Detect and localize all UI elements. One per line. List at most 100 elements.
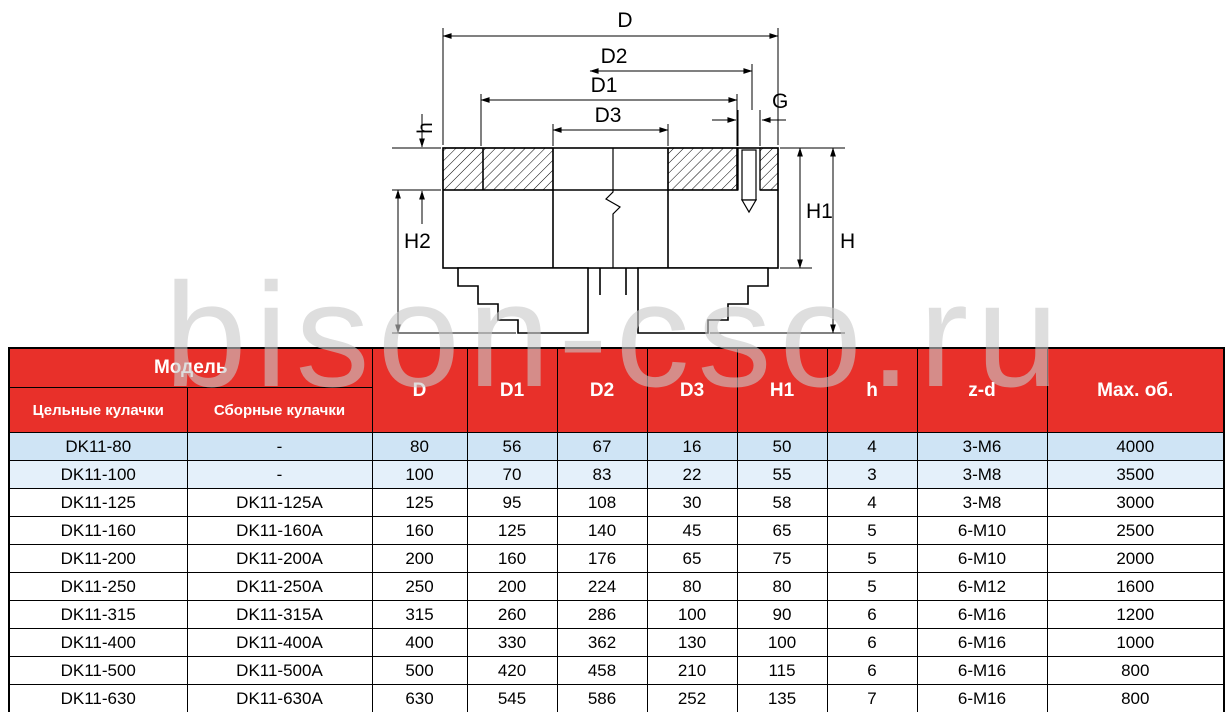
value-cell: 80	[646, 572, 738, 601]
header-assembled-jaws: Сборные кулачки	[186, 387, 373, 433]
value-cell: 458	[556, 656, 648, 685]
value-cell: 286	[556, 600, 648, 629]
value-cell: 400	[371, 628, 468, 657]
header-col-d1: D1	[466, 347, 558, 433]
model-cell: DK11-400	[8, 628, 188, 657]
value-cell: 95	[466, 488, 558, 517]
value-cell: 586	[556, 684, 648, 712]
model-cell: DK11-125	[8, 488, 188, 517]
value-cell: 3-M8	[916, 460, 1048, 489]
value-cell: 362	[556, 628, 648, 657]
value-cell: 16	[646, 432, 738, 461]
value-cell: 140	[556, 516, 648, 545]
value-cell: 260	[466, 600, 558, 629]
value-cell: 100	[371, 460, 468, 489]
model-cell: DK11-315A	[186, 600, 373, 629]
header-col-zd: z-d	[916, 347, 1048, 433]
technical-drawing: D D2 D1 D3 G h H2 H1 H	[0, 0, 1231, 347]
value-cell: 115	[736, 656, 828, 685]
header-model-group: Модель	[8, 347, 373, 388]
value-cell: 160	[371, 516, 468, 545]
model-cell: DK11-80	[8, 432, 188, 461]
dim-label-g: G	[772, 90, 788, 113]
mounting-bolt	[737, 148, 761, 214]
header-solid-jaws: Цельные кулачки	[8, 387, 188, 433]
value-cell: 6-M16	[916, 656, 1048, 685]
value-cell: 30	[646, 488, 738, 517]
header-col-h1: H1	[736, 347, 828, 433]
header-col-d: D	[371, 347, 468, 433]
model-cell: DK11-160	[8, 516, 188, 545]
value-cell: 5	[826, 516, 918, 545]
value-cell: 4	[826, 432, 918, 461]
value-cell: 6	[826, 628, 918, 657]
value-cell: 1200	[1046, 600, 1225, 629]
value-cell: 6-M10	[916, 516, 1048, 545]
value-cell: 80	[371, 432, 468, 461]
value-cell: 545	[466, 684, 558, 712]
value-cell: 800	[1046, 656, 1225, 685]
dim-label-d: D	[617, 9, 632, 32]
model-cell: DK11-125A	[186, 488, 373, 517]
chuck-body	[442, 147, 779, 269]
value-cell: 315	[371, 600, 468, 629]
value-cell: 800	[1046, 684, 1225, 712]
value-cell: 108	[556, 488, 648, 517]
value-cell: 3000	[1046, 488, 1225, 517]
model-cell: -	[186, 432, 373, 461]
model-cell: DK11-500	[8, 656, 188, 685]
model-cell: DK11-500A	[186, 656, 373, 685]
header-col-d3: D3	[646, 347, 738, 433]
value-cell: 2500	[1046, 516, 1225, 545]
value-cell: 55	[736, 460, 828, 489]
model-cell: DK11-250A	[186, 572, 373, 601]
dim-label-h2: H2	[404, 230, 431, 253]
value-cell: 500	[371, 656, 468, 685]
value-cell: 125	[466, 516, 558, 545]
value-cell: 80	[736, 572, 828, 601]
value-cell: 1000	[1046, 628, 1225, 657]
header-col-max: Max. об.	[1046, 347, 1225, 433]
value-cell: 58	[736, 488, 828, 517]
header-row-top: Модель D D1 D2 D3 H1 h z-d Max. об.	[8, 347, 1225, 433]
value-cell: 2000	[1046, 544, 1225, 573]
chuck-jaws	[457, 267, 769, 334]
value-cell: 200	[371, 544, 468, 573]
value-cell: 210	[646, 656, 738, 685]
value-cell: 65	[736, 516, 828, 545]
dim-label-d3: D3	[595, 104, 622, 127]
value-cell: 5	[826, 544, 918, 573]
value-cell: 45	[646, 516, 738, 545]
value-cell: 6	[826, 600, 918, 629]
value-cell: 224	[556, 572, 648, 601]
dim-label-d2: D2	[601, 45, 628, 68]
spec-table: Модель D D1 D2 D3 H1 h z-d Max. об. Цель…	[8, 347, 1225, 712]
value-cell: 65	[646, 544, 738, 573]
value-cell: 83	[556, 460, 648, 489]
value-cell: 4000	[1046, 432, 1225, 461]
value-cell: 70	[466, 460, 558, 489]
value-cell: 130	[646, 628, 738, 657]
value-cell: 6-M12	[916, 572, 1048, 601]
value-cell: 7	[826, 684, 918, 712]
value-cell: 6	[826, 656, 918, 685]
model-cell: DK11-160A	[186, 516, 373, 545]
value-cell: 90	[736, 600, 828, 629]
value-cell: 1600	[1046, 572, 1225, 601]
model-cell: DK11-200A	[186, 544, 373, 573]
dim-label-h: h	[414, 122, 437, 134]
value-cell: 3-M6	[916, 432, 1048, 461]
model-cell: DK11-200	[8, 544, 188, 573]
model-cell: DK11-315	[8, 600, 188, 629]
value-cell: 135	[736, 684, 828, 712]
